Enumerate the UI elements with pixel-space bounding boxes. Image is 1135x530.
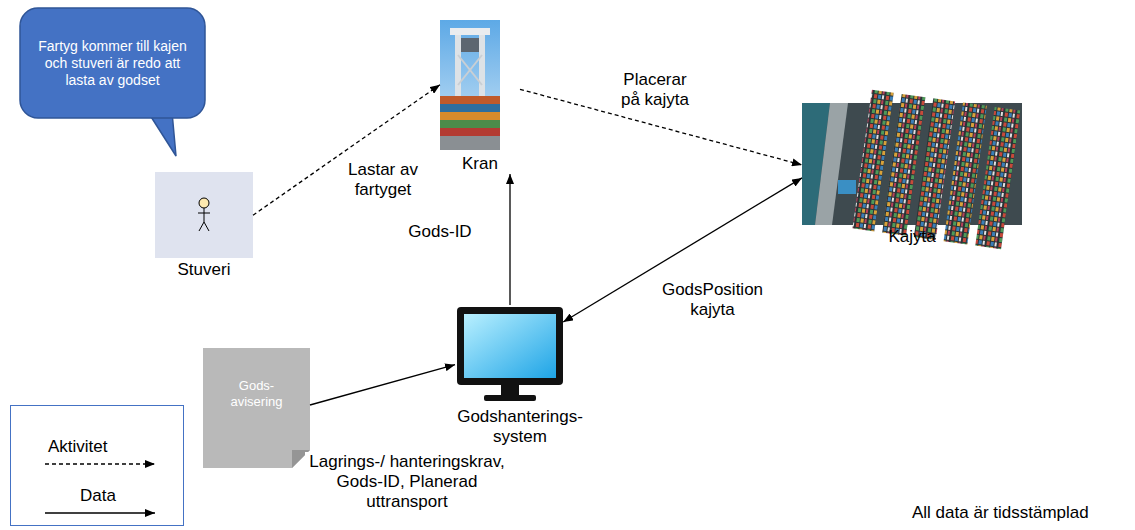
monitor-icon bbox=[457, 307, 563, 401]
edge-label: Gods-ID bbox=[398, 222, 482, 242]
node-label: Gods- avisering bbox=[213, 378, 300, 410]
edge-label: Lagrings-/ hanteringskrav, Gods-ID, Plan… bbox=[305, 452, 509, 512]
legend-box bbox=[11, 406, 184, 526]
actor-node: Stuveri bbox=[155, 172, 253, 280]
speech-bubble: Fartyg kommer till kajen och stuveri är … bbox=[20, 8, 205, 118]
data-arrow bbox=[310, 365, 455, 405]
quay-photo bbox=[802, 90, 1022, 250]
legend-text: Data bbox=[80, 486, 116, 506]
system-node: Godshanterings- system bbox=[440, 305, 600, 447]
node-label: Kran bbox=[440, 154, 520, 174]
node-label: Godshanterings- system bbox=[440, 407, 600, 447]
note-text: All data är tidsstämplad bbox=[912, 503, 1089, 523]
legend-text: Aktivitet bbox=[48, 437, 108, 457]
edge-label: GodsPosition kajyta bbox=[648, 280, 777, 320]
node-label: Fartyg kommer till kajen och stuveri är … bbox=[32, 38, 193, 89]
data-arrow bbox=[563, 178, 802, 322]
crane-node: Kran bbox=[440, 20, 520, 174]
crane-photo bbox=[440, 20, 500, 150]
document-icon bbox=[203, 348, 310, 468]
activity-arrow bbox=[253, 85, 440, 216]
node-label: Kajyta bbox=[802, 227, 1022, 247]
edge-label: Placerar på kajyta bbox=[612, 70, 698, 110]
edge-label: Lastar av fartyget bbox=[340, 160, 426, 200]
person-icon bbox=[155, 172, 253, 258]
data-arrow bbox=[509, 174, 510, 305]
speech-bubble bbox=[20, 8, 205, 156]
quay-node: Kajyta bbox=[802, 103, 1022, 247]
node-label: Stuveri bbox=[155, 260, 253, 280]
document-node: Gods- avisering bbox=[203, 348, 310, 468]
